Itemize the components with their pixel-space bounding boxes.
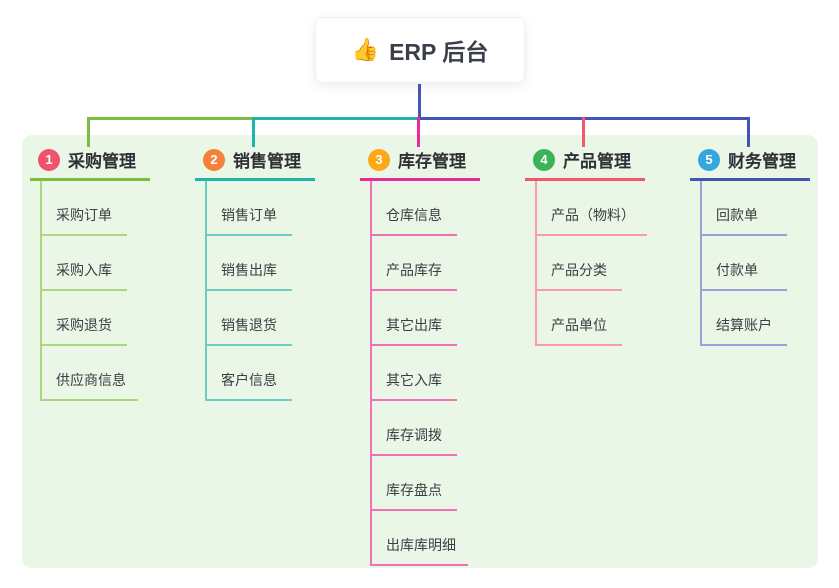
child-node[interactable]: 产品分类 [537, 260, 622, 291]
branch-node-purchase[interactable]: 1 采购管理 [30, 147, 150, 181]
child-row: 客户信息 [207, 346, 335, 401]
child-node[interactable]: 采购订单 [42, 205, 127, 236]
child-row: 产品分类 [537, 236, 665, 291]
child-row: 付款单 [702, 236, 830, 291]
child-node[interactable]: 产品库存 [372, 260, 457, 291]
branch-node-product[interactable]: 4 产品管理 [525, 147, 645, 181]
branch-finance: 5 财务管理 回款单 付款单 结算账户 [690, 147, 830, 346]
branch-children: 产品（物料） 产品分类 产品单位 [535, 181, 665, 346]
branch-number-badge: 1 [38, 148, 60, 171]
thumbs-up-icon: 👍 [351, 37, 380, 62]
connector-segment-purchase [87, 117, 253, 120]
root-node-label: ERP 后台 [389, 39, 489, 65]
mindmap-canvas [22, 135, 818, 568]
child-node[interactable]: 供应商信息 [42, 370, 138, 401]
child-row: 采购订单 [42, 181, 170, 236]
child-node[interactable]: 其它入库 [372, 370, 457, 401]
child-row: 采购入库 [42, 236, 170, 291]
branch-children: 回款单 付款单 结算账户 [700, 181, 830, 346]
child-row: 回款单 [702, 181, 830, 236]
branch-number-badge: 2 [203, 148, 225, 171]
branch-children: 仓库信息 产品库存 其它出库 其它入库 库存调拨 库存盘点 出库库明细 [370, 181, 500, 566]
child-row: 采购退货 [42, 291, 170, 346]
branch-sales: 2 销售管理 销售订单 销售出库 销售退货 客户信息 [195, 147, 335, 401]
connector-stub-product [582, 117, 585, 147]
child-node[interactable]: 付款单 [702, 260, 787, 291]
child-node[interactable]: 采购退货 [42, 315, 127, 346]
child-node[interactable]: 库存盘点 [372, 480, 457, 511]
connector-segment-sales [252, 117, 419, 120]
child-node[interactable]: 客户信息 [207, 370, 292, 401]
branch-node-finance[interactable]: 5 财务管理 [690, 147, 810, 181]
child-row: 产品单位 [537, 291, 665, 346]
branch-label: 销售管理 [233, 152, 301, 171]
branch-number-badge: 5 [698, 148, 720, 171]
branch-label: 采购管理 [68, 152, 136, 171]
branch-label: 库存管理 [398, 152, 466, 171]
child-node[interactable]: 产品单位 [537, 315, 622, 346]
child-row: 销售出库 [207, 236, 335, 291]
branch-inventory: 3 库存管理 仓库信息 产品库存 其它出库 其它入库 库存调拨 库存盘点 [360, 147, 500, 566]
child-row: 供应商信息 [42, 346, 170, 401]
connector-stub-finance [747, 117, 750, 147]
branch-label: 财务管理 [728, 152, 796, 171]
child-row: 结算账户 [702, 291, 830, 346]
child-node[interactable]: 其它出库 [372, 315, 457, 346]
child-row: 库存调拨 [372, 401, 500, 456]
child-row: 库存盘点 [372, 456, 500, 511]
child-node[interactable]: 采购入库 [42, 260, 127, 291]
connector-stub-sales [252, 117, 255, 147]
root-node[interactable]: 👍 ERP 后台 [315, 17, 525, 83]
branch-number-badge: 4 [533, 148, 555, 171]
branch-product: 4 产品管理 产品（物料） 产品分类 产品单位 [525, 147, 665, 346]
child-node[interactable]: 仓库信息 [372, 205, 457, 236]
branch-node-inventory[interactable]: 3 库存管理 [360, 147, 480, 181]
root-connector-stem [418, 84, 421, 118]
branch-label: 产品管理 [563, 152, 631, 171]
child-row: 仓库信息 [372, 181, 500, 236]
branch-node-sales[interactable]: 2 销售管理 [195, 147, 315, 181]
child-node[interactable]: 产品（物料） [537, 205, 647, 236]
child-node[interactable]: 销售退货 [207, 315, 292, 346]
child-node[interactable]: 出库库明细 [372, 535, 468, 566]
child-node[interactable]: 回款单 [702, 205, 787, 236]
branch-children: 采购订单 采购入库 采购退货 供应商信息 [40, 181, 170, 401]
child-row: 产品（物料） [537, 181, 665, 236]
child-node[interactable]: 销售出库 [207, 260, 292, 291]
child-row: 产品库存 [372, 236, 500, 291]
connector-stub-purchase [87, 117, 90, 147]
child-row: 出库库明细 [372, 511, 500, 566]
branch-children: 销售订单 销售出库 销售退货 客户信息 [205, 181, 335, 401]
child-row: 销售退货 [207, 291, 335, 346]
connector-stub-inventory [417, 117, 420, 147]
branch-number-badge: 3 [368, 148, 390, 171]
child-row: 销售订单 [207, 181, 335, 236]
child-node[interactable]: 销售订单 [207, 205, 292, 236]
child-row: 其它入库 [372, 346, 500, 401]
child-node[interactable]: 库存调拨 [372, 425, 457, 456]
branch-purchase: 1 采购管理 采购订单 采购入库 采购退货 供应商信息 [30, 147, 170, 401]
child-node[interactable]: 结算账户 [702, 315, 787, 346]
child-row: 其它出库 [372, 291, 500, 346]
